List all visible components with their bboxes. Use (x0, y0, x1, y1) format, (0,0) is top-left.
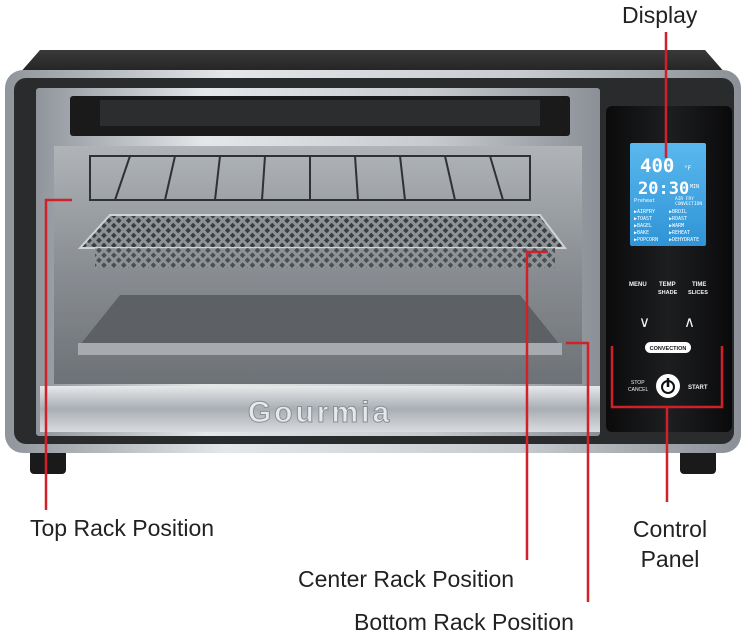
stop-label[interactable]: STOP (631, 380, 645, 386)
control-panel-callout-label: Control Panel (624, 514, 716, 574)
top-rack-callout-label: Top Rack Position (30, 515, 215, 541)
display-callout-label: Display (622, 2, 698, 28)
lcd-function-broil: ▶BROIL (669, 209, 687, 215)
lcd-function-warm: ▶WARM (669, 223, 684, 229)
basket-lower (95, 248, 555, 268)
baking-tray (80, 295, 560, 345)
mesh-basket-rim (77, 214, 568, 249)
center-rack-callout-label: Center Rack Position (298, 566, 515, 592)
down-arrow-button[interactable]: ∨ (639, 314, 650, 331)
lcd-function-airfry: ▶AIRFRY (634, 209, 655, 215)
top-wire-rack (89, 155, 531, 201)
cancel-label: CANCEL (628, 387, 649, 393)
lcd-function-list: ▶AIRFRY▶TOAST▶BAGEL▶BAKE▶POPCORN▶BROIL▶R… (634, 209, 699, 243)
control-panel-label-line2: Panel (640, 546, 700, 572)
time-button-label[interactable]: TIME (692, 282, 706, 288)
center-rack-callout-line (525, 250, 548, 560)
menu-button[interactable]: MENU (629, 282, 647, 288)
door-handle-inner (100, 100, 540, 126)
bottom-rack-callout-line (566, 341, 590, 602)
lcd-mode-right: AIR FRY (675, 196, 694, 202)
slices-label: SLICES (688, 290, 708, 296)
lcd-temp: 400 (640, 155, 674, 177)
lcd-function-dehydrate: ▶DEHYDRATE (669, 237, 699, 243)
lcd-function-reheat: ▶REHEAT (669, 230, 690, 236)
baking-tray-edge (78, 343, 562, 355)
start-label[interactable]: START (688, 385, 708, 391)
lcd-time-unit: MIN (690, 184, 699, 190)
callout-lines (44, 32, 724, 602)
up-arrow-button[interactable]: ∧ (684, 314, 695, 331)
lcd-mode-left: Preheat (634, 198, 655, 204)
convection-button-label: CONVECTION (650, 346, 687, 352)
lcd-function-popcorn: ▶POPCORN (634, 237, 658, 243)
lcd-function-roast: ▶ROAST (669, 216, 687, 222)
lcd-time: 20:30 (638, 179, 689, 199)
temp-button-label[interactable]: TEMP (659, 282, 676, 288)
convection-button[interactable] (645, 342, 691, 353)
lcd-display (630, 143, 706, 246)
lcd-function-bake: ▶BAKE (634, 230, 649, 236)
lcd-function-toast: ▶TOAST (634, 216, 652, 222)
control-panel-label-line1: Control (632, 516, 708, 542)
lcd-mode-right2: CONVECTION (675, 201, 702, 207)
bottom-rack-callout-label: Bottom Rack Position (354, 609, 574, 635)
mesh-basket (80, 215, 565, 248)
door-bottom-band (40, 386, 600, 432)
brand-logo: Gourmia (248, 396, 392, 429)
top-rack-callout-line (44, 198, 72, 510)
shade-label: SHADE (658, 290, 678, 296)
lcd-function-bagel: ▶BAGEL (634, 223, 652, 229)
lcd-temp-unit: °F (684, 165, 692, 172)
